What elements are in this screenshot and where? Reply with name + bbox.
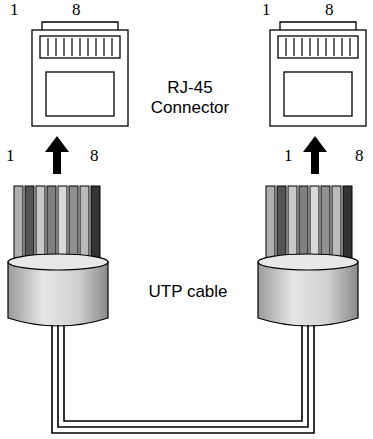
pin-number: 1 bbox=[262, 0, 271, 20]
wire-conductors bbox=[266, 186, 352, 260]
cable-run bbox=[52, 325, 314, 433]
rj45-plug bbox=[32, 22, 128, 126]
wire-conductors bbox=[14, 186, 100, 260]
pin-number: 8 bbox=[355, 146, 364, 166]
pin-number: 1 bbox=[284, 146, 293, 166]
insert-arrow bbox=[45, 136, 327, 174]
part-label: UTP cable bbox=[128, 282, 248, 302]
pin-number: 8 bbox=[325, 0, 334, 20]
pin-number: 8 bbox=[72, 0, 81, 20]
pin-number: 1 bbox=[6, 146, 15, 166]
pin-number: 8 bbox=[90, 146, 99, 166]
part-label: RJ-45 Connector bbox=[140, 78, 240, 117]
cable-jacket bbox=[8, 254, 358, 326]
pin-number: 1 bbox=[10, 0, 19, 20]
rj45-plug bbox=[270, 22, 366, 126]
